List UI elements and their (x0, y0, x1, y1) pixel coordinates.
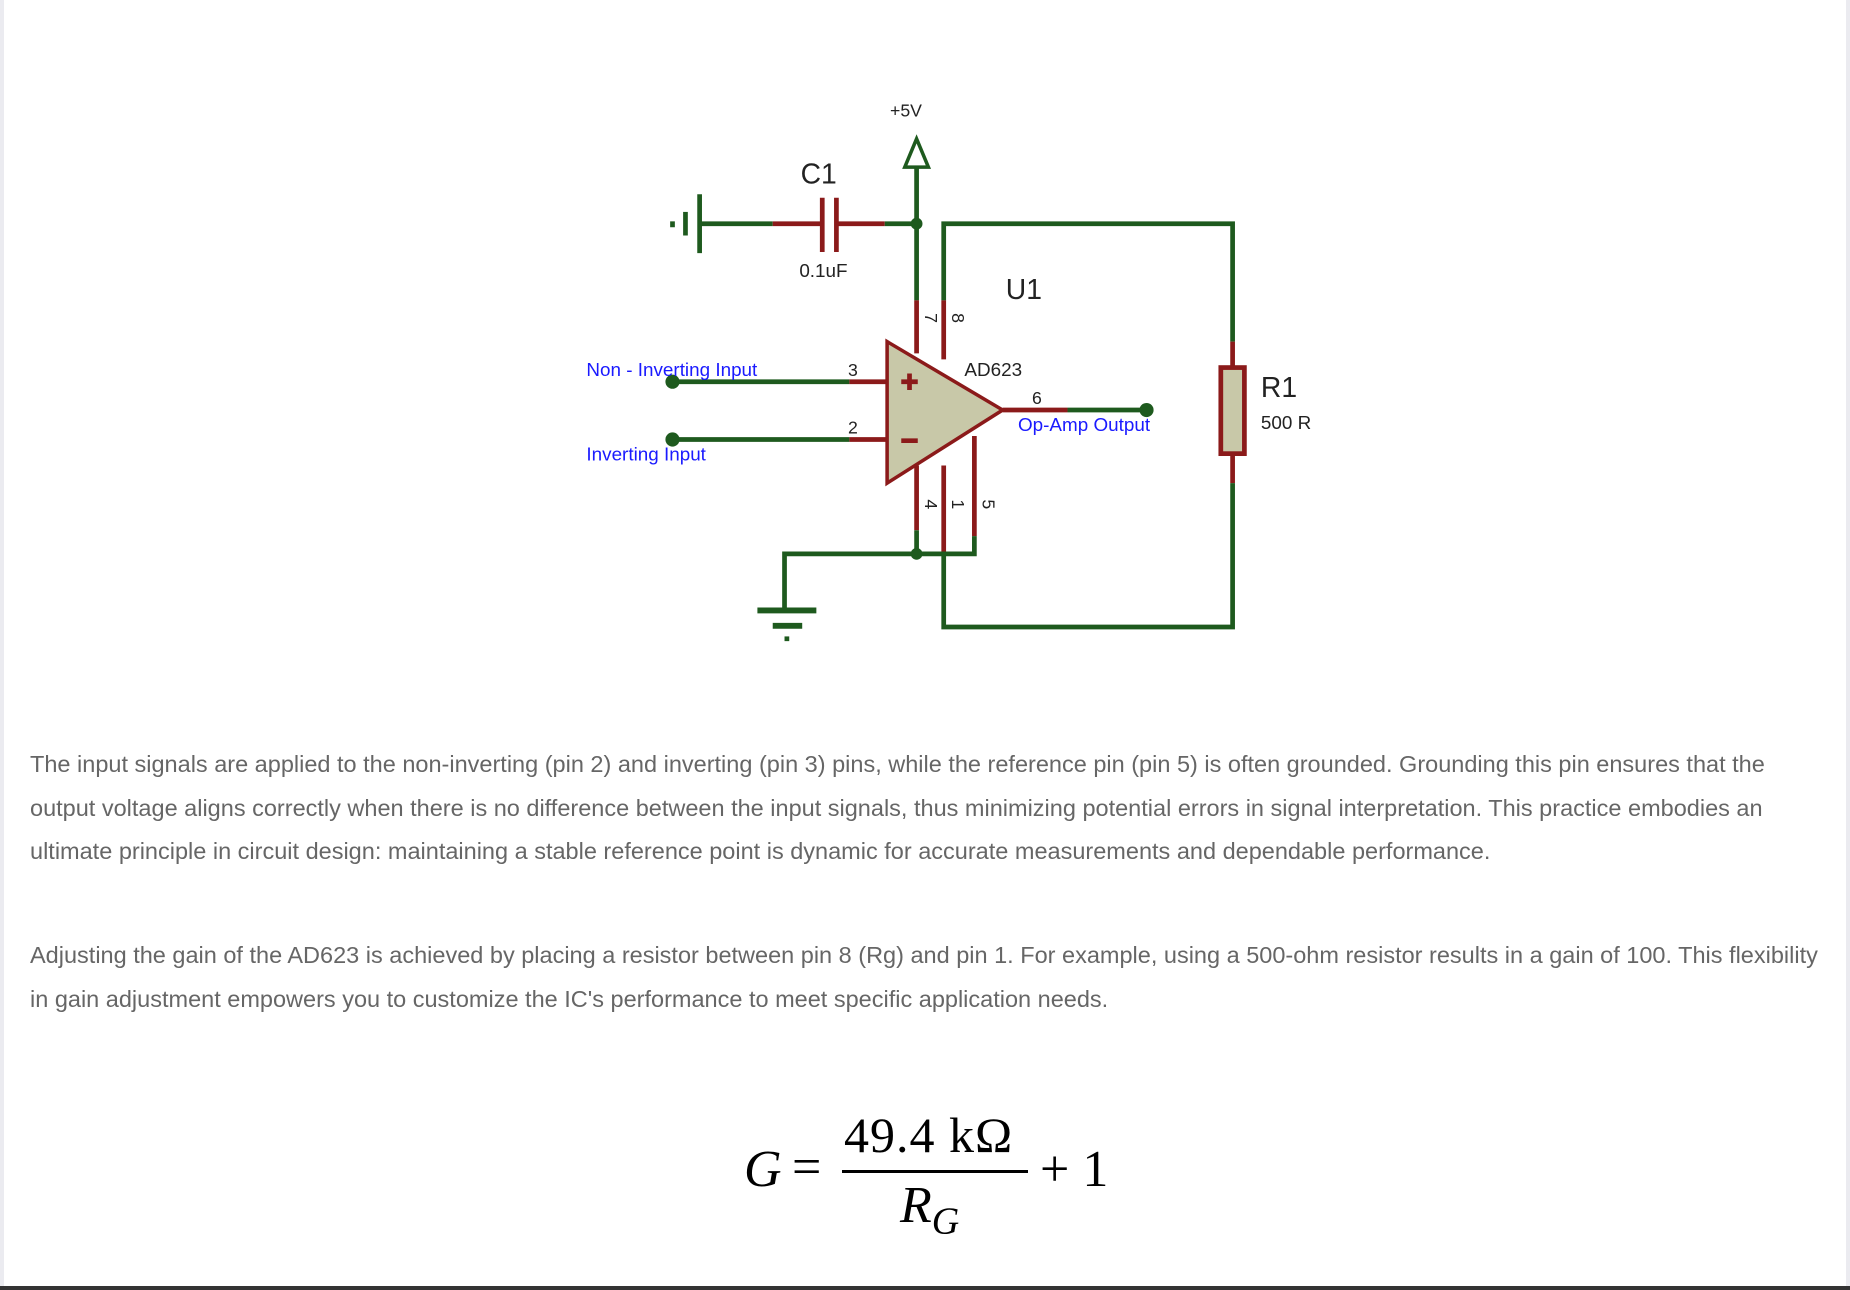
ic-part: AD623 (964, 359, 1022, 380)
pin-5: 5 (979, 499, 999, 509)
resistor-value: 500 R (1261, 412, 1311, 433)
fraction-bar (842, 1170, 1028, 1173)
junction-dots (665, 217, 1154, 560)
formula-numerator: 49.4 kΩ (844, 1107, 1014, 1163)
formula-tail: + 1 (1040, 1141, 1109, 1198)
capacitor-name: C1 (801, 158, 837, 190)
paragraph-gain-adjustment: Adjusting the gain of the AD623 is achie… (30, 942, 1818, 1012)
inverting-input-label: Inverting Input (586, 444, 706, 465)
left-border (0, 0, 4, 1286)
denominator-subscript: G (931, 1200, 960, 1243)
supply-label: +5V (890, 100, 922, 120)
paragraph-reference-pin: The input signals are applied to the non… (30, 751, 1765, 864)
denominator-r: R (900, 1177, 932, 1234)
ground-symbol-bottom (757, 607, 817, 642)
pin-4: 4 (921, 499, 941, 509)
plus-icon (901, 373, 918, 390)
ad623-circuit-diagram: +5V C1 0.1uF U1 AD623 R1 500 R 3 2 6 7 8… (586, 100, 1311, 642)
resistor-name: R1 (1261, 371, 1297, 403)
bottom-bar (0, 1286, 1850, 1290)
formula-lhs: G (744, 1141, 782, 1198)
resistor-r1 (1218, 365, 1247, 457)
opamp-output-label: Op-Amp Output (1018, 414, 1151, 435)
formula-denominator: RG (900, 1176, 959, 1243)
formula-equals: = (792, 1139, 822, 1196)
right-border (1846, 0, 1850, 1286)
pin-3: 3 (848, 360, 858, 380)
supply-arrow-icon (902, 134, 932, 169)
pin-6: 6 (1032, 388, 1042, 408)
capacitor-value: 0.1uF (799, 260, 847, 281)
pin-1: 1 (948, 499, 968, 509)
ic-name: U1 (1006, 273, 1042, 305)
non-inverting-input-label: Non - Inverting Input (586, 359, 758, 380)
opamp-triangle (885, 338, 1007, 487)
pin-8: 8 (948, 313, 968, 323)
gain-formula: G = 49.4 kΩ RG + 1 (740, 1100, 1140, 1250)
pin-7: 7 (921, 313, 941, 323)
pin-2: 2 (848, 418, 858, 438)
